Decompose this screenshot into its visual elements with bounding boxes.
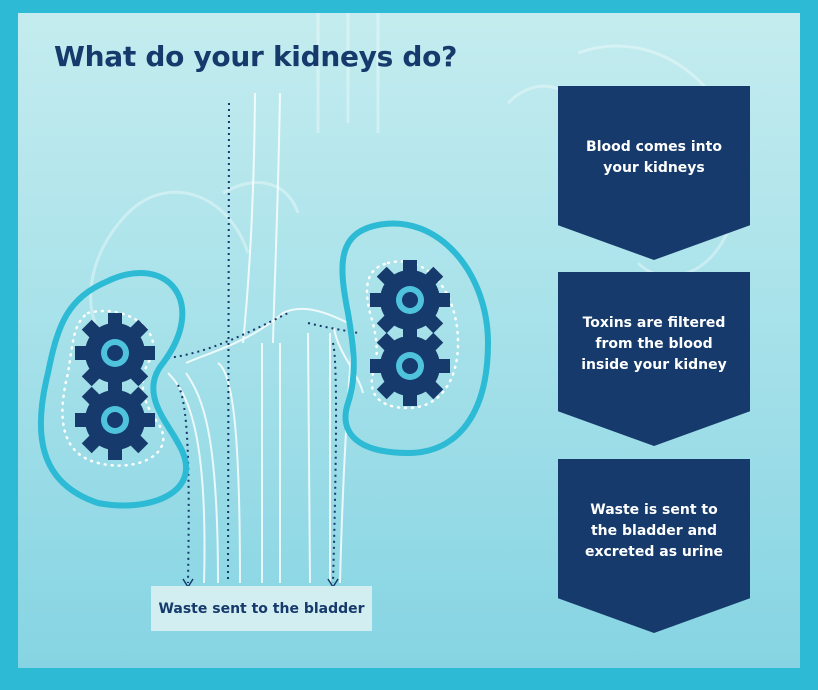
step-label: Waste is sent to the bladder and excrete… xyxy=(584,501,724,560)
gear-icon xyxy=(75,380,155,460)
step-waste-out: Waste is sent to the bladder and excrete… xyxy=(558,459,750,633)
kidney-illustration xyxy=(37,13,741,589)
gear-icon xyxy=(75,313,155,393)
bladder-label: Waste sent to the bladder xyxy=(151,586,372,631)
page-title: What do your kidneys do? xyxy=(54,40,458,73)
gear-icon xyxy=(370,326,450,406)
step-filtering: Toxins are filtered from the blood insid… xyxy=(558,272,750,446)
gear-icon xyxy=(370,260,450,340)
step-label: Blood comes into your kidneys xyxy=(586,139,722,176)
step-label: Toxins are filtered from the blood insid… xyxy=(581,314,727,373)
step-blood-in: Blood comes into your kidneys xyxy=(558,86,750,260)
